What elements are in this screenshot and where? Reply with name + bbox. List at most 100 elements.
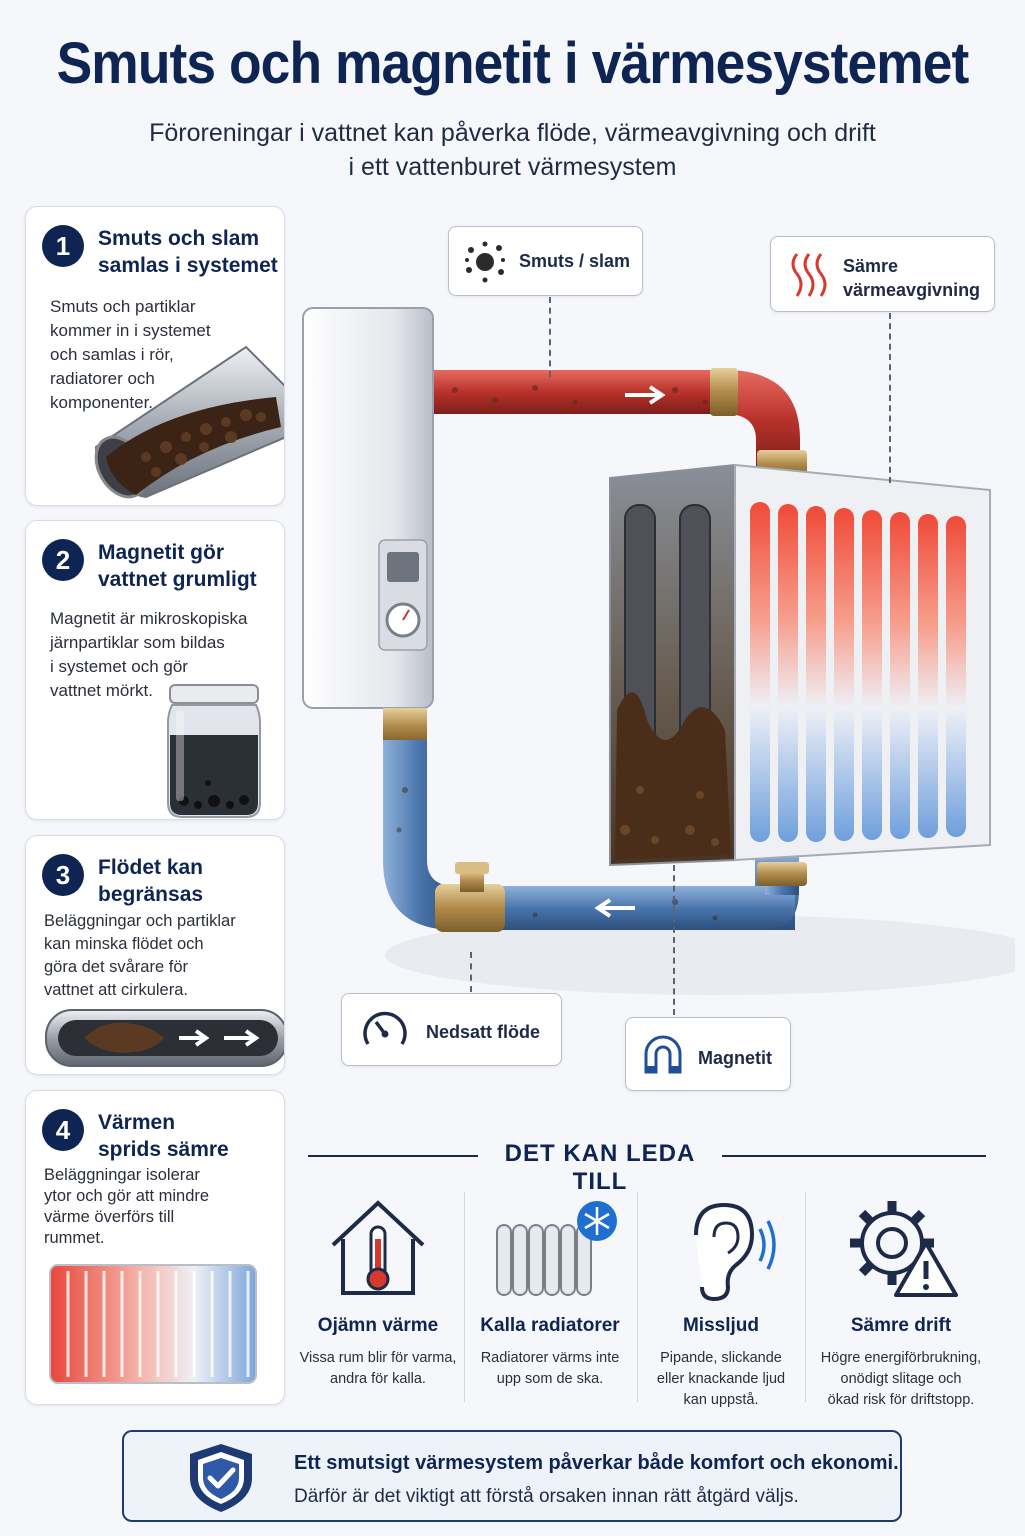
heating-system-diagram bbox=[302, 307, 1015, 995]
consequence-desc-line: onödigt slitage och bbox=[840, 1371, 962, 1387]
callout-reduced-flow: Nedsatt flöde bbox=[341, 993, 562, 1066]
page-title: Smuts och magnetit i värmesystemet bbox=[56, 31, 970, 96]
consequence-desc: Vissa rum blir för varma, andra för kall… bbox=[295, 1348, 461, 1390]
column-divider bbox=[464, 1192, 465, 1402]
card-body: Magnetit är mikroskopiska järnpartiklar … bbox=[50, 607, 247, 703]
magnet-icon bbox=[644, 1035, 682, 1074]
particles-icon bbox=[465, 241, 505, 283]
gear-warning-icon bbox=[850, 1201, 958, 1297]
consequence-title: Kalla radiatorer bbox=[480, 1315, 620, 1336]
card-body-line: Smuts och partiklar bbox=[50, 297, 196, 316]
callout-label: Nedsatt flöde bbox=[426, 1022, 541, 1042]
card-title-line-2: samlas i systemet bbox=[98, 254, 278, 277]
consequence-desc-line: Högre energiförbrukning, bbox=[820, 1350, 982, 1366]
page-subtitle: Föroreningar i vattnet kan påverka flöde… bbox=[0, 116, 1025, 184]
consequence-desc-line: Radiatorer värms inte bbox=[480, 1350, 620, 1366]
callout-flow-leader bbox=[470, 952, 472, 992]
card-title: Värmen sprids sämre bbox=[98, 1109, 278, 1163]
subtitle-line-2: i ett vattenburet värmesystem bbox=[348, 153, 677, 181]
section-divider-left bbox=[308, 1155, 478, 1157]
consequence-desc: Pipande, slickande eller knackande ljud … bbox=[638, 1348, 804, 1411]
heat-waves-icon bbox=[791, 253, 827, 297]
card-body: Smuts och partiklar kommer in i systemet… bbox=[50, 295, 211, 415]
gauge-icon bbox=[363, 1011, 407, 1045]
card-body-line: komponenter. bbox=[50, 393, 154, 412]
consequences-heading: DET KAN LEDA TILL bbox=[504, 1140, 696, 1195]
card-body-line: Beläggningar och partiklar bbox=[44, 912, 236, 930]
sludge-pipe-illustration bbox=[94, 345, 284, 499]
card-body-line: radiatorer och bbox=[50, 369, 155, 388]
consequence-desc-line: eller knackande ljud bbox=[656, 1371, 786, 1387]
consequence-title: Sämre drift bbox=[850, 1315, 952, 1336]
jar-icon bbox=[167, 684, 261, 818]
card-number: 4 bbox=[42, 1109, 84, 1151]
section-divider-right bbox=[722, 1155, 986, 1157]
subtitle-line-1: Föroreningar i vattnet kan påverka flöde… bbox=[149, 119, 876, 147]
card-title-line-2: begränsas bbox=[98, 883, 204, 906]
clogged-pipe-illustration bbox=[45, 1009, 284, 1067]
callout-label-line-2: värmeavgivning bbox=[843, 280, 981, 300]
card-body-line: vattnet att cirkulera. bbox=[44, 981, 188, 999]
card-body: Beläggningar isolerar ytor och gör att m… bbox=[44, 1165, 209, 1249]
card-title: Smuts och slam samlas i systemet bbox=[98, 225, 278, 279]
card-body-line: Magnetit är mikroskopiska bbox=[50, 609, 248, 628]
banner-text: Därför är det viktigt att förstå orsaken… bbox=[294, 1486, 799, 1507]
callout-label: Smuts / slam bbox=[519, 251, 631, 271]
card-title: Flödet kan begränsas bbox=[98, 854, 278, 908]
card-title-line-1: Värmen bbox=[98, 1111, 176, 1134]
column-divider bbox=[637, 1192, 638, 1402]
banner-headline: Ett smutsigt värmesystem påverkar både k… bbox=[294, 1452, 899, 1474]
column-divider bbox=[805, 1192, 806, 1402]
consequence-desc-line: Pipande, slickande bbox=[660, 1350, 782, 1366]
shield-check-icon bbox=[190, 1444, 252, 1512]
radiator-gradient-illustration bbox=[49, 1264, 257, 1384]
card-dirt-sludge: 1 Smuts och slam samlas i systemet Smuts… bbox=[25, 206, 285, 506]
card-title-line-1: Smuts och slam bbox=[98, 227, 260, 250]
consequence-desc: Radiatorer värms inte upp som de ska. bbox=[467, 1348, 633, 1390]
card-title-line-2: sprids sämre bbox=[98, 1138, 229, 1161]
consequence-desc-line: kan uppstå. bbox=[683, 1392, 759, 1408]
ear-sound-icon bbox=[694, 1202, 776, 1302]
card-body-line: kan minska flödet och bbox=[44, 935, 204, 953]
card-body-line: och samlas i rör, bbox=[50, 345, 174, 364]
callout-label: Magnetit bbox=[698, 1048, 772, 1068]
card-magnetite: 2 Magnetit gör vattnet grumligt Magnetit… bbox=[25, 520, 285, 820]
card-title-line-2: vattnet grumligt bbox=[98, 568, 257, 591]
card-body: Beläggningar och partiklar kan minska fl… bbox=[44, 910, 236, 1002]
card-number: 3 bbox=[42, 854, 84, 896]
consequence-desc-line: Vissa rum blir för varma, bbox=[299, 1350, 457, 1366]
house-thermometer-icon bbox=[331, 1200, 425, 1295]
summary-banner: Ett smutsigt värmesystem påverkar både k… bbox=[122, 1430, 902, 1522]
card-title: Magnetit gör vattnet grumligt bbox=[98, 539, 278, 593]
consequence-title: Ojämn värme bbox=[317, 1315, 439, 1336]
consequence-desc-line: ökad risk för driftstopp. bbox=[827, 1392, 975, 1408]
card-body-line: värme överförs till bbox=[44, 1208, 175, 1226]
card-body-line: Beläggningar isolerar bbox=[44, 1166, 200, 1184]
consequence-title: Missljud bbox=[682, 1315, 759, 1336]
card-body-line: vattnet mörkt. bbox=[50, 681, 153, 700]
card-number: 1 bbox=[42, 225, 84, 267]
card-body-line: rummet. bbox=[44, 1229, 105, 1247]
cold-radiator-icon bbox=[496, 1201, 617, 1296]
card-title-line-1: Magnetit gör bbox=[98, 541, 224, 564]
card-body-line: kommer in i systemet bbox=[50, 321, 211, 340]
callout-label: Sämre värmeavgivning bbox=[843, 254, 980, 302]
card-title-line-1: Flödet kan bbox=[98, 856, 204, 879]
callout-label-line-1: Sämre bbox=[843, 256, 899, 276]
card-body-line: i systemet och gör bbox=[50, 657, 188, 676]
callout-magnetite: Magnetit bbox=[625, 1017, 791, 1091]
consequence-desc-line: andra för kalla. bbox=[330, 1371, 426, 1387]
consequence-desc: Högre energiförbrukning, onödigt slitage… bbox=[818, 1348, 984, 1411]
callout-sludge-leader bbox=[549, 297, 551, 377]
callout-heat-output: Sämre värmeavgivning bbox=[770, 236, 995, 312]
callout-heat-leader bbox=[889, 313, 891, 483]
callout-sludge: Smuts / slam bbox=[448, 226, 643, 296]
card-heat-spread: 4 Värmen sprids sämre Beläggningar isole… bbox=[25, 1090, 285, 1405]
card-body-line: ytor och gör att mindre bbox=[44, 1187, 210, 1205]
card-body-line: göra det svårare för bbox=[44, 958, 188, 976]
card-flow-restricted: 3 Flödet kan begränsas Beläggningar och … bbox=[25, 835, 285, 1075]
card-number: 2 bbox=[42, 539, 84, 581]
card-body-line: järnpartiklar som bildas bbox=[50, 633, 225, 652]
callout-magnetite-leader bbox=[673, 865, 675, 1015]
consequence-desc-line: upp som de ska. bbox=[496, 1371, 604, 1387]
